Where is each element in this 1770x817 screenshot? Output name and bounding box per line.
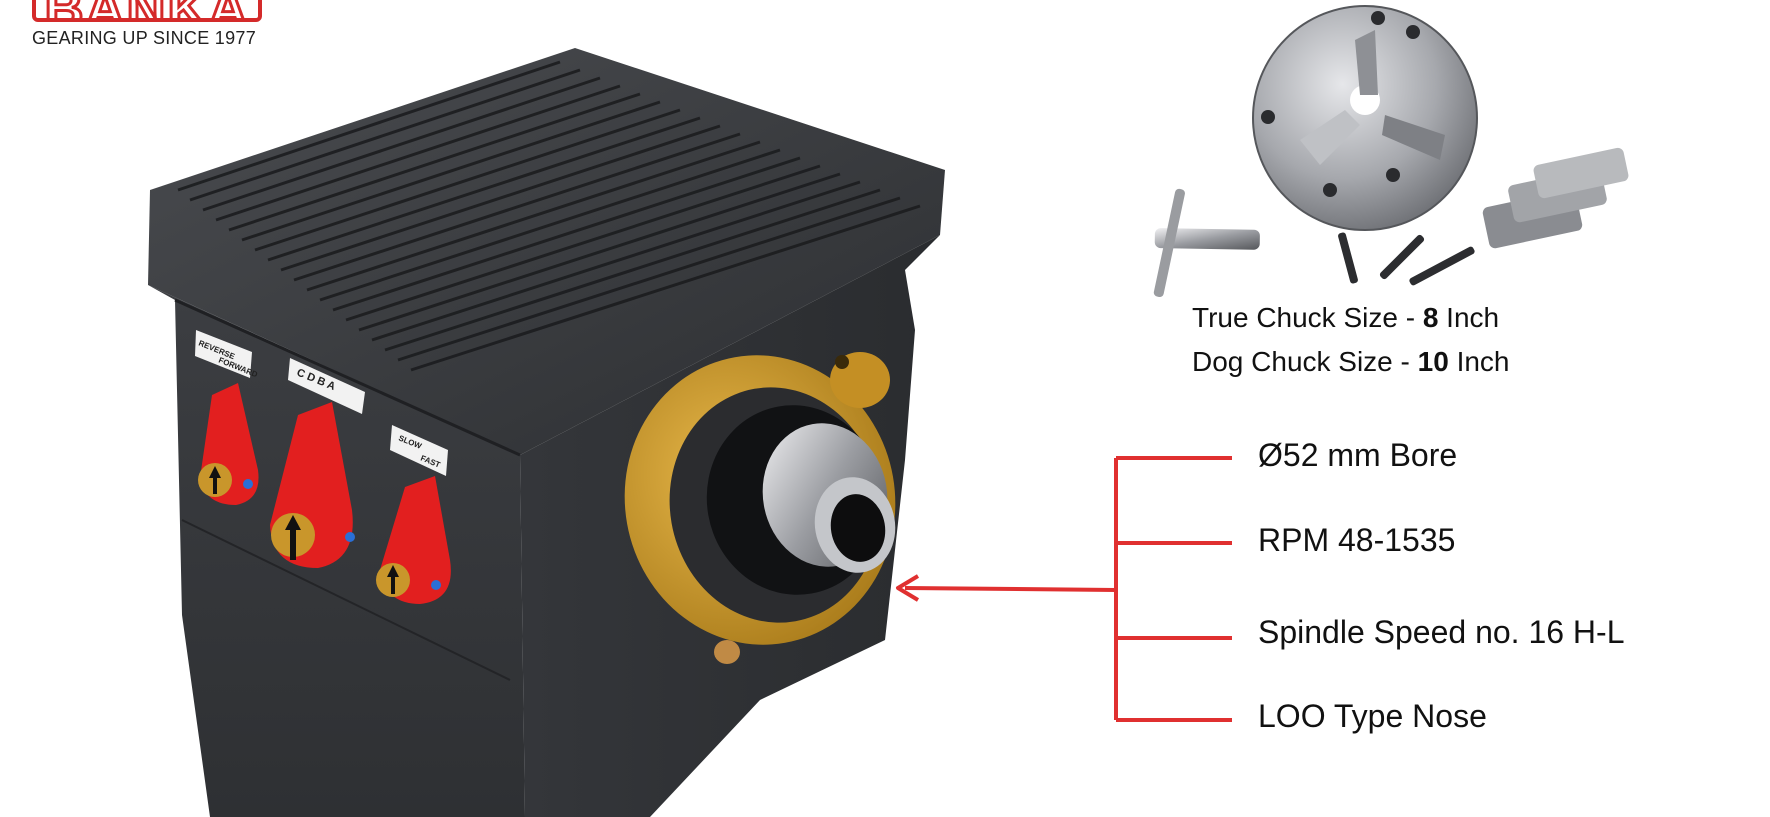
brand-logo: BANKA bbox=[32, 0, 262, 22]
true-chuck-size: True Chuck Size - 8 Inch bbox=[1192, 302, 1499, 334]
top-ribs bbox=[177, 60, 921, 372]
lever-labels: REVERSE FORWARD C D B A SLOW FAST bbox=[195, 330, 448, 476]
brand-tagline: GEARING UP SINCE 1977 bbox=[32, 28, 257, 48]
dog-chuck-unit: Inch bbox=[1448, 346, 1510, 377]
feature-rpm: RPM 48-1535 bbox=[1258, 522, 1456, 558]
feature-bracket bbox=[1114, 456, 1232, 722]
lever-speed bbox=[376, 476, 451, 604]
feature-spindle-speed: Spindle Speed no. 16 H-L bbox=[1258, 614, 1625, 650]
dog-chuck-prefix: Dog Chuck Size - bbox=[1192, 346, 1418, 377]
chuck-key-icon bbox=[1153, 188, 1260, 298]
feature-nose-type: LOO Type Nose bbox=[1258, 698, 1487, 734]
brand-logo-text: BANKA bbox=[36, 0, 258, 18]
true-chuck-value: 8 bbox=[1422, 302, 1439, 333]
chuck-jaws-icon bbox=[1482, 147, 1629, 249]
spindle-assembly bbox=[624, 352, 896, 664]
lever-gear-select bbox=[270, 402, 355, 568]
dog-chuck-value: 10 bbox=[1417, 346, 1449, 377]
lever-direction bbox=[198, 383, 259, 505]
true-chuck-prefix: True Chuck Size - bbox=[1192, 302, 1423, 333]
chuck-bolts-icon bbox=[1338, 232, 1475, 286]
feature-bore: Ø52 mm Bore bbox=[1258, 437, 1458, 473]
arrow-pointer bbox=[896, 574, 1117, 602]
dog-chuck-size: Dog Chuck Size - 10 Inch bbox=[1192, 346, 1510, 378]
chuck-image bbox=[1252, 5, 1478, 231]
true-chuck-unit: Inch bbox=[1438, 302, 1500, 333]
